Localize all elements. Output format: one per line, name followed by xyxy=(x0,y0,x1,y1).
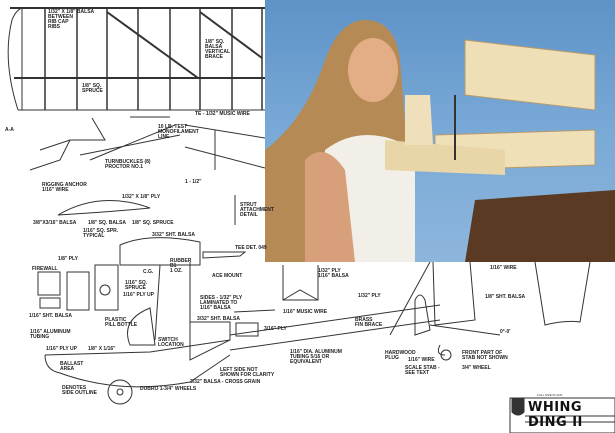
label: 1/16" WIRE xyxy=(490,265,517,271)
label: 1/16" SQ. SPRUCE xyxy=(125,280,148,291)
title-block xyxy=(509,397,615,433)
label: 3/4" WHEEL xyxy=(462,365,491,371)
label: 1/16" MUSIC WIRE xyxy=(283,309,328,315)
label: 1/8" PLY xyxy=(58,256,78,262)
label: BRASS FIN BRACE xyxy=(355,317,383,328)
label: 3/32" BALSA - CROSS GRAIN xyxy=(190,379,261,385)
label: 1/8" x 1/16" xyxy=(88,346,116,352)
label: PLASTIC PILL BOTTLE xyxy=(105,317,138,328)
label: 1/8" SQ. SPRUCE xyxy=(82,83,103,94)
label: 1/8" SQ. SPRUCE xyxy=(132,220,174,226)
label: STRUT ATTACHMENT DETAIL xyxy=(240,202,274,218)
photo-woman-with-model-biplane xyxy=(265,0,615,262)
label: C.G. xyxy=(143,269,154,275)
label: RIGGING ANCHOR 1/16" WIRE xyxy=(42,182,87,193)
label: FIREWALL xyxy=(32,266,58,272)
label: SIDES - 1/32" PLY LAMINATED TO 1/16" BAL… xyxy=(200,295,243,311)
label: RUBBER B1 1 OZ. xyxy=(170,258,192,274)
label: TEE DET. 049 xyxy=(235,245,267,251)
fuselage-side xyxy=(37,237,441,405)
plan-title: WHING DING II xyxy=(528,400,583,430)
tail-side xyxy=(389,261,591,361)
label: 1/16" DIA. ALUMINUM TUBING 5/16 OR EQUIV… xyxy=(290,349,342,365)
label: 1/32" PLY 1/16" BALSA xyxy=(318,268,349,279)
label: FRONT PART OF STAB NOT SHOWN xyxy=(462,350,508,361)
label: 1/16" ALUMINUM TUBING xyxy=(30,329,71,340)
label: TE - 1/32" MUSIC WIRE xyxy=(195,111,250,117)
label: 3/32" SHT. BALSA xyxy=(197,316,240,322)
label: 1/8" SHT. BALSA xyxy=(485,294,526,300)
label: 1/16" SQ. SPR. TYPICAL xyxy=(83,228,119,239)
label: A-A xyxy=(5,127,14,133)
label: 1/32" x 1/8" PLY xyxy=(122,194,161,200)
label: 1/16" SHT. BALSA xyxy=(29,313,72,319)
label: TURNBUCKLES (8) PROCTOR NO.1 xyxy=(105,159,151,170)
label: 3/16" PLY xyxy=(264,326,287,332)
label: 1/32" PLY xyxy=(358,293,381,299)
label: 0°-0' xyxy=(500,329,511,335)
label: BALLAST AREA xyxy=(60,361,84,372)
label: ACE MOUNT xyxy=(212,273,243,279)
label: 3/8"x3/16" BALSA xyxy=(33,220,77,226)
label: DENOTES SIDE OUTLINE xyxy=(62,385,98,396)
wing-plan xyxy=(7,7,265,111)
label: 1/32" x 1/8" BALSA BETWEEN RIB CAP RIBS xyxy=(48,9,95,30)
photo-scene xyxy=(265,20,615,262)
label: 1/16" PLY UP xyxy=(46,346,78,352)
label: 3/32" SHT. BALSA xyxy=(152,232,195,238)
label: 1/16" WIRE xyxy=(408,357,435,363)
label: 10 LB. TEST MONOFILAMENT LINE xyxy=(158,124,199,140)
label: SWITCH LOCATION xyxy=(158,337,184,348)
label: 1/8" SQ. BALSA VERTICAL BRACE xyxy=(205,39,230,60)
label: 1/8" SQ. BALSA xyxy=(88,220,126,226)
label: LEFT SIDE NOT SHOWN FOR CLARITY xyxy=(220,367,275,378)
title-block-subtitle: FULL SIZE PLANS xyxy=(537,393,563,397)
label: HARDWOOD PLUG xyxy=(385,350,416,361)
label: SCALE STAB - SEE TEXT xyxy=(405,365,440,376)
label: 1 - 1/2" xyxy=(185,179,202,185)
label: DUBRO 1-3/4" WHEELS xyxy=(140,386,197,392)
rigging-detail xyxy=(29,116,266,225)
label: 1/16" PLY UP xyxy=(123,292,155,298)
